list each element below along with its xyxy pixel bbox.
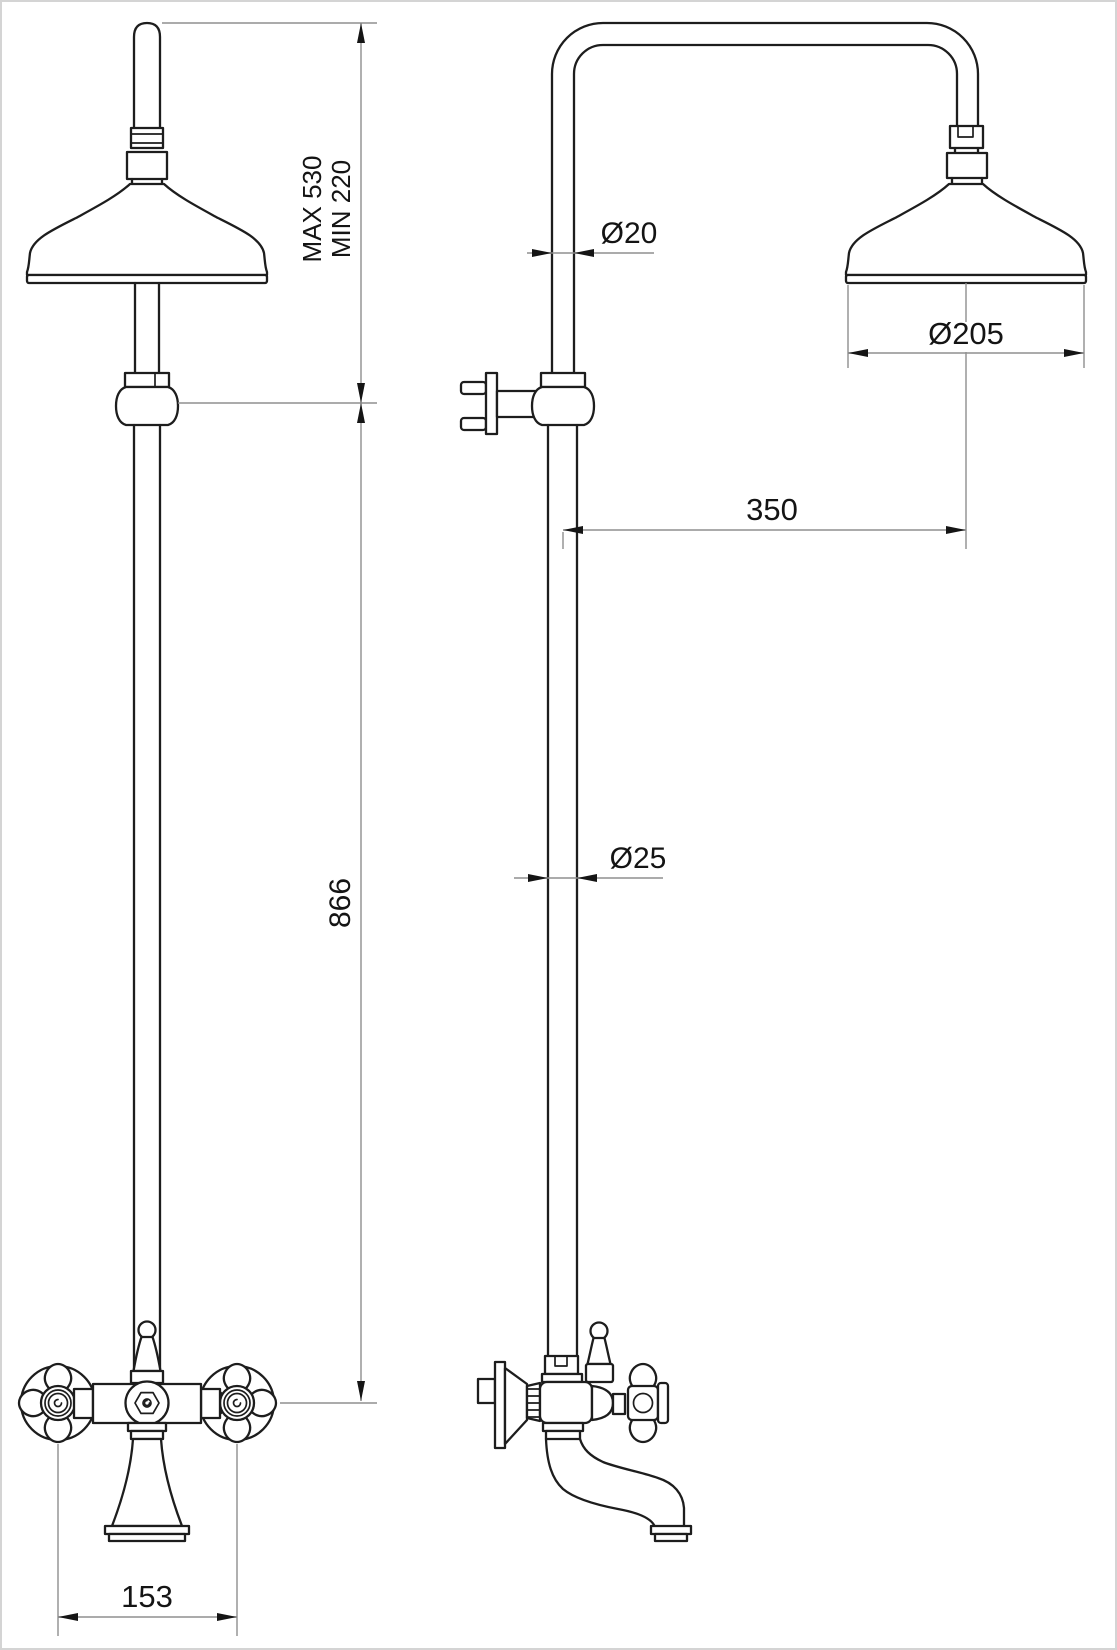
bonnet-side xyxy=(590,1384,615,1422)
dim-lower-pipe-diameter: Ø25 xyxy=(514,842,666,882)
dim-label-upper-pipe: Ø20 xyxy=(601,217,658,250)
side-view xyxy=(459,21,1088,1543)
dim-head-diameter: Ø205 xyxy=(847,283,1085,549)
dim-label-lower-pipe: Ø25 xyxy=(610,842,667,875)
dimensions: MAX 530 MIN 220 866 153 Ø20 xyxy=(57,22,1085,1636)
diverter-hex-nut xyxy=(134,1391,160,1415)
wall-plate-side xyxy=(493,1360,507,1450)
shower-head-front xyxy=(25,182,269,285)
riser-pipe-lower-front xyxy=(132,423,162,1386)
pipe-union-side xyxy=(543,1354,580,1376)
wall-cone xyxy=(503,1366,529,1446)
swivel-joint-side xyxy=(530,371,596,427)
dim-label-max-height: MAX 530 xyxy=(297,156,327,263)
diverter-lever-side xyxy=(584,1321,615,1384)
dim-mixer-width: 153 xyxy=(57,1444,238,1636)
dim-adjustable-height: MAX 530 MIN 220 xyxy=(162,22,377,1401)
head-fitting-side xyxy=(945,124,989,186)
riser-pipe-side xyxy=(546,423,579,1358)
bracket-screw-top xyxy=(459,380,488,396)
dim-label-head-offset: 350 xyxy=(746,492,798,527)
dim-upper-pipe-diameter: Ø20 xyxy=(527,217,657,257)
mixer-body-side xyxy=(538,1380,594,1425)
bracket-screw-bottom xyxy=(459,416,488,432)
wall-union-stub xyxy=(476,1377,497,1405)
shower-head-side xyxy=(844,182,1088,285)
wall-bracket xyxy=(459,371,543,436)
dim-column-height: 866 xyxy=(280,878,377,1404)
dim-label-min-height: MIN 220 xyxy=(326,160,356,258)
dim-label-mixer-width: 153 xyxy=(121,1579,173,1614)
dim-label-head-diameter: Ø205 xyxy=(928,316,1004,351)
gooseneck-arm xyxy=(550,21,980,376)
mixer-side xyxy=(476,1321,693,1543)
spout-front xyxy=(103,1421,191,1543)
dim-label-column-height: 866 xyxy=(324,878,357,928)
front-view xyxy=(19,21,276,1543)
diverter-lever-front xyxy=(129,1320,165,1385)
swivel-joint-front xyxy=(114,371,180,427)
spout-side xyxy=(541,1421,693,1543)
handle-stub-side xyxy=(611,1392,627,1416)
head-inlet-post-front xyxy=(125,21,169,186)
dim-head-offset: 350 xyxy=(562,492,966,549)
mixer-body-front xyxy=(72,1380,222,1426)
cross-handle-side xyxy=(626,1362,670,1444)
riser-pipe-upper-front xyxy=(133,281,161,375)
